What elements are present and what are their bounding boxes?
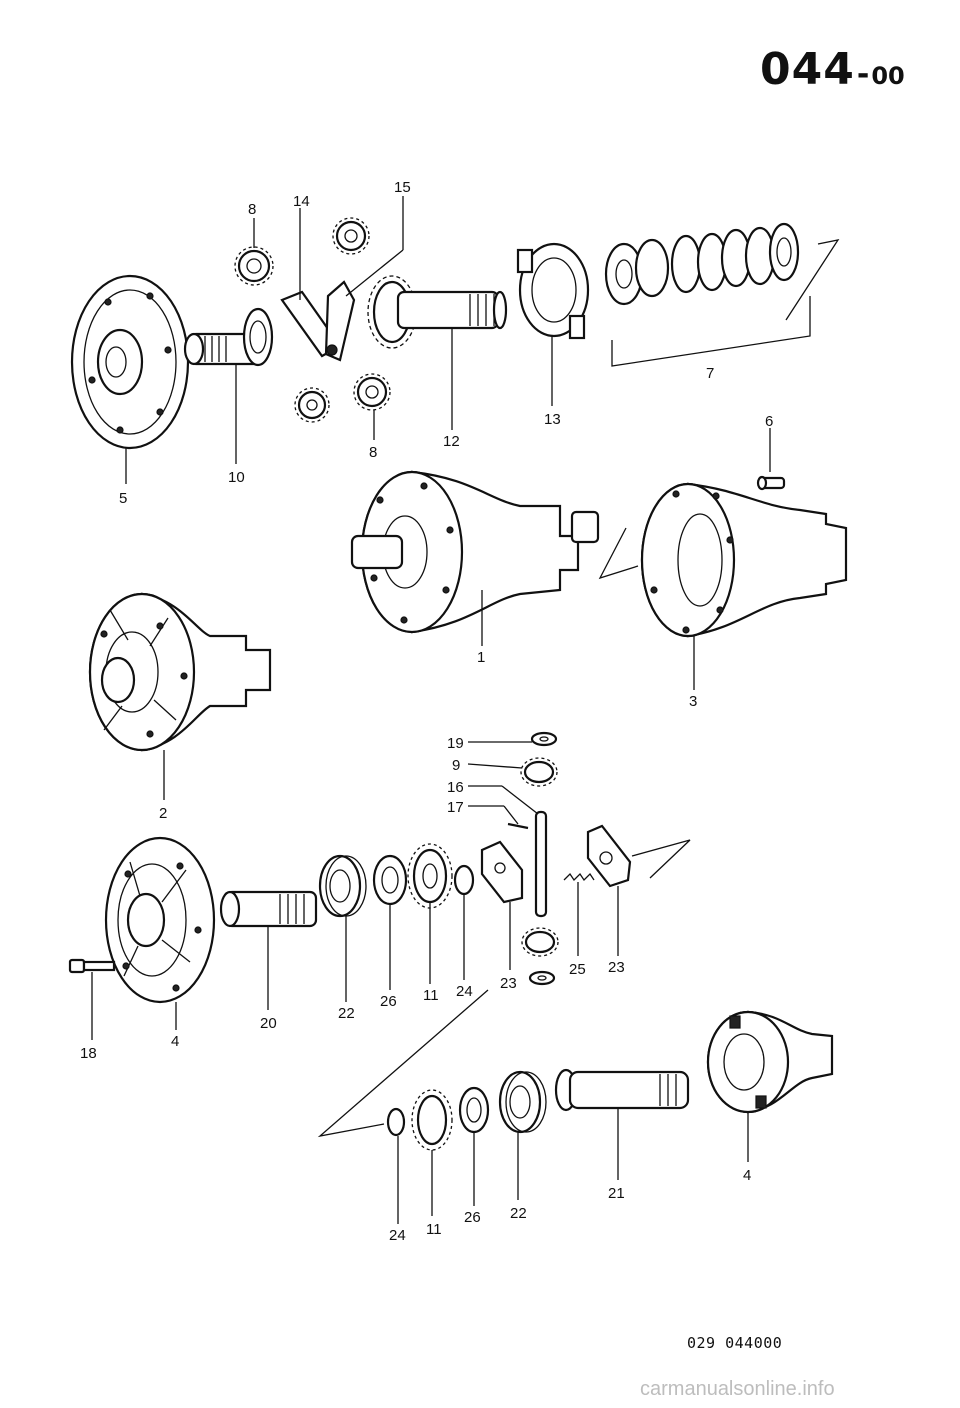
sub-number: 00 [871, 62, 905, 90]
callout-24-top: 24 [456, 983, 473, 1000]
part-5-flange-cover [70, 274, 190, 450]
callout-20: 20 [260, 1015, 277, 1032]
callout-15: 15 [394, 179, 411, 196]
callout-26-top: 26 [380, 993, 397, 1010]
callout-4-right: 4 [743, 1167, 751, 1184]
page-title: 044-00 [760, 44, 905, 95]
part-9-pinion-gear [520, 757, 558, 787]
callout-6: 6 [765, 413, 773, 430]
part-17-roll-pin [507, 822, 529, 830]
drawing-code: 029 044000 [687, 1334, 783, 1352]
part-7-clutch-disc-pack [604, 222, 840, 367]
part-25-spring [563, 872, 595, 882]
part-24-snap-ring-lower [386, 1107, 406, 1137]
part-22-bearing-lower [498, 1070, 547, 1134]
part-8-lower-pinion-gear [353, 373, 391, 411]
part-1-carrier-housing [350, 470, 600, 634]
callout-13: 13 [544, 411, 561, 428]
callout-24-bottom: 24 [389, 1227, 406, 1244]
part-12-splined-shaft [367, 275, 508, 349]
part-18-bolt [68, 958, 116, 974]
pinion-gear-lower [521, 927, 559, 957]
callout-21: 21 [608, 1185, 625, 1202]
leader-lines [91, 196, 771, 1224]
part-14-cross-pin [280, 280, 356, 362]
part-20-splined-shaft [219, 890, 318, 928]
callout-25: 25 [569, 961, 586, 978]
callout-7: 7 [706, 365, 714, 382]
callout-26-bottom: 26 [464, 1209, 481, 1226]
callout-numbers: 5 10 8 14 15 8 12 13 7 6 1 3 2 19 9 16 1… [80, 179, 773, 1244]
part-26-thrust-washer-lower [458, 1086, 490, 1134]
part-16-pinion-shaft [534, 810, 548, 918]
washer-lower [528, 970, 556, 986]
callout-22-top: 22 [338, 1005, 355, 1022]
part-13-clutch-basket [516, 242, 590, 340]
part-23-plate-right [586, 824, 691, 888]
callout-10: 10 [228, 469, 245, 486]
callout-8-bottom: 8 [369, 444, 377, 461]
callout-4-left: 4 [171, 1033, 179, 1050]
part-10-gear-shaft [183, 307, 274, 367]
watermark: carmanualsonline.info [640, 1378, 835, 1400]
part-6-bolt [756, 475, 786, 491]
callout-19: 19 [447, 735, 464, 752]
callout-17: 17 [447, 799, 464, 816]
callout-12: 12 [443, 433, 460, 450]
upper-pinion-gear-15 [332, 217, 370, 255]
callout-11-bottom: 11 [426, 1221, 442, 1238]
callout-3: 3 [689, 693, 697, 710]
callout-2: 2 [159, 805, 167, 822]
part-3-housing-cover [598, 482, 848, 638]
part-4-flange-right [706, 1010, 834, 1114]
callout-16: 16 [447, 779, 464, 796]
part-11-side-gear-lower [411, 1089, 453, 1151]
part-4-flange-left [104, 836, 216, 1004]
part-11-side-gear [407, 843, 453, 909]
part-24-snap-ring [453, 864, 475, 896]
callout-18: 18 [80, 1045, 97, 1062]
exploded-guide-line [317, 989, 489, 1138]
callout-23-left: 23 [500, 975, 517, 992]
part-23-plate-left [480, 840, 524, 904]
callout-14: 14 [293, 193, 310, 210]
callout-8-top: 8 [248, 201, 256, 218]
part-26-thrust-washer [372, 854, 408, 906]
callout-1: 1 [477, 649, 485, 666]
part-19-washer [530, 731, 558, 747]
part-2-differential-assembly [88, 592, 272, 752]
callout-9: 9 [452, 757, 460, 774]
title-separator: - [856, 57, 870, 92]
callout-11-top: 11 [423, 987, 439, 1004]
group-number: 044 [760, 44, 855, 95]
part-8-upper-pinion-gear [234, 246, 274, 286]
part-22-bearing [318, 854, 367, 918]
part-21-splined-shaft [554, 1068, 690, 1112]
callout-23-right: 23 [608, 959, 625, 976]
callout-22-bottom: 22 [510, 1205, 527, 1222]
callout-5: 5 [119, 490, 127, 507]
lower-left-pinion-gear [294, 387, 330, 423]
